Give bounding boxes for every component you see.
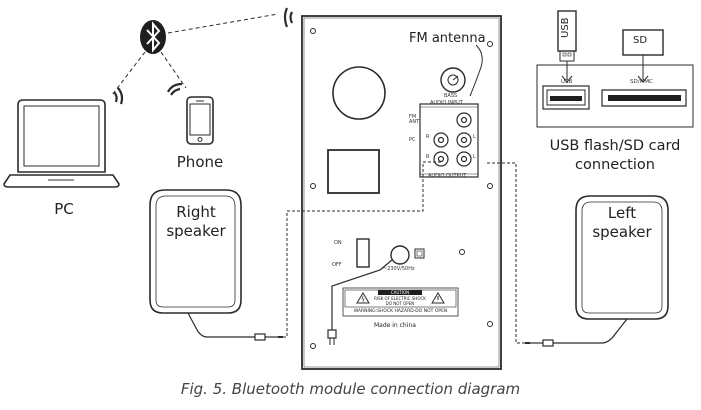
usb-sd-panel <box>536 10 694 128</box>
switch-on-label: ON <box>334 240 342 246</box>
caution-title: CAUTION <box>390 290 410 295</box>
usb-stick-label: USB <box>560 17 571 38</box>
sd-slot-label: SD/MMC <box>630 79 653 85</box>
switch-off-label: OFF <box>332 262 342 268</box>
right-speaker-cable <box>283 161 443 338</box>
output-l-label: L <box>473 154 476 160</box>
usb-sd-connection-label: USB flash/SD card connection <box>549 138 681 173</box>
bass-label: BASS <box>444 93 458 99</box>
warning-text: WARNING:SHOCK HAZARD-DO NOT OPEN <box>353 309 448 314</box>
wireless-links <box>111 13 279 96</box>
left-speaker <box>525 195 669 347</box>
fm-antenna-label: FM antenna <box>409 31 486 46</box>
bluetooth-icon <box>140 20 166 54</box>
laptop-icon <box>3 99 120 188</box>
input-l-label: L <box>473 134 476 140</box>
caution-line-2: DO NOT OPEN <box>385 301 415 306</box>
caution-line-1: RISK OF ELECTRIC SHOCK <box>374 296 426 301</box>
signal-waves-icon <box>113 7 294 105</box>
audio-input-label: AUDIO INPUT <box>430 100 463 106</box>
phone-label: Phone <box>176 153 224 171</box>
made-in-label: Made in china <box>374 322 416 329</box>
usb-port-label: USB <box>561 79 573 85</box>
power-rating-label: ~230V/50Hz <box>383 266 415 272</box>
main-unit-panel <box>301 15 502 370</box>
phone-icon <box>186 96 214 145</box>
output-r-label: R <box>426 154 430 160</box>
pc-label: PC <box>54 200 74 218</box>
pc-input-label: PC <box>409 137 416 143</box>
sd-card-label: SD <box>633 35 648 46</box>
figure-caption: Fig. 5. Bluetooth module connection diag… <box>180 380 521 398</box>
left-speaker-cable <box>486 162 525 344</box>
fm-ant-label: FM ANT <box>409 114 420 125</box>
input-r-label: R <box>426 134 430 140</box>
right-speaker <box>149 189 283 341</box>
left-speaker-label: Left speaker <box>592 204 652 241</box>
right-speaker-label: Right speaker <box>166 203 226 240</box>
audio-output-label: AUDIO OUTPUT <box>428 173 467 179</box>
